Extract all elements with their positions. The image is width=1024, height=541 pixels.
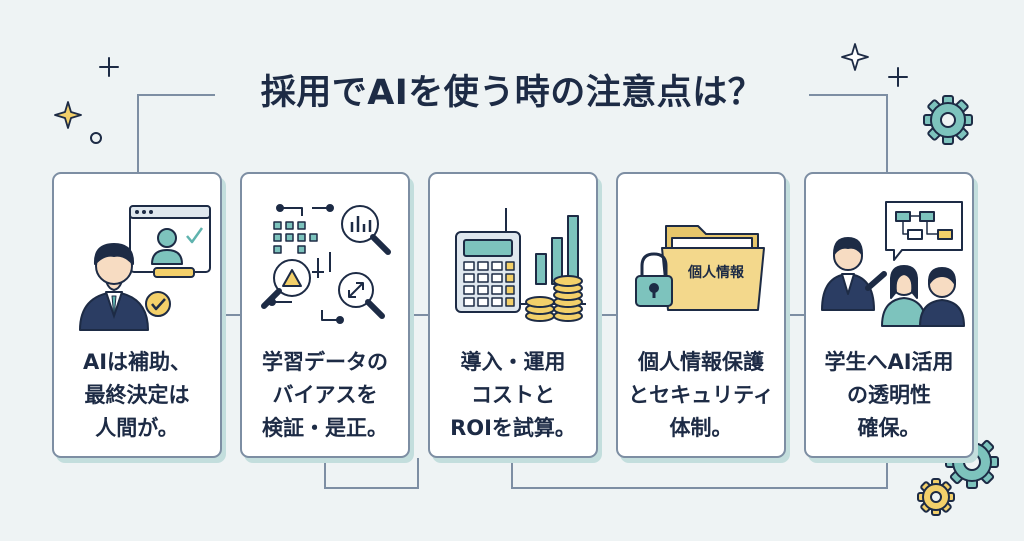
- data-bias-analysis-icon: [261, 204, 391, 324]
- card-text: 個人情報保護 とセキュリティ 体制。: [628, 350, 774, 440]
- card-text: 導入・運用 コストと ROIを試算。: [450, 350, 576, 440]
- personal-info-lock-icon: 個人情報: [635, 225, 765, 311]
- recruiter-review-icon: [79, 205, 211, 331]
- card-cost-roi: 導入・運用 コストと ROIを試算。: [428, 172, 598, 458]
- card-text: AIは補助、 最終決定は 人間が。: [82, 350, 192, 440]
- card-text: 学習データの バイアスを 検証・是正。: [262, 350, 388, 440]
- transparency-presentation-icon: [821, 201, 965, 327]
- card-privacy-security: 個人情報 個人情報保護 とセキュリティ 体制。: [616, 172, 786, 458]
- connector-lines: [137, 94, 888, 489]
- cost-calculator-icon: [455, 208, 586, 322]
- card-data-bias: 学習データの バイアスを 検証・是正。: [240, 172, 410, 458]
- gear-icon: [917, 95, 999, 516]
- folder-label: 個人情報: [687, 264, 745, 281]
- card-transparency: 学生へAI活用 の透明性 確保。: [804, 172, 974, 458]
- sparkle-icon: [54, 43, 908, 144]
- card-text: 学生へAI活用 の透明性 確保。: [824, 350, 954, 440]
- page-title: 採用でAIを使う時の注意点は？: [215, 66, 809, 120]
- card-ai-assist: AIは補助、 最終決定は 人間が。: [52, 172, 222, 458]
